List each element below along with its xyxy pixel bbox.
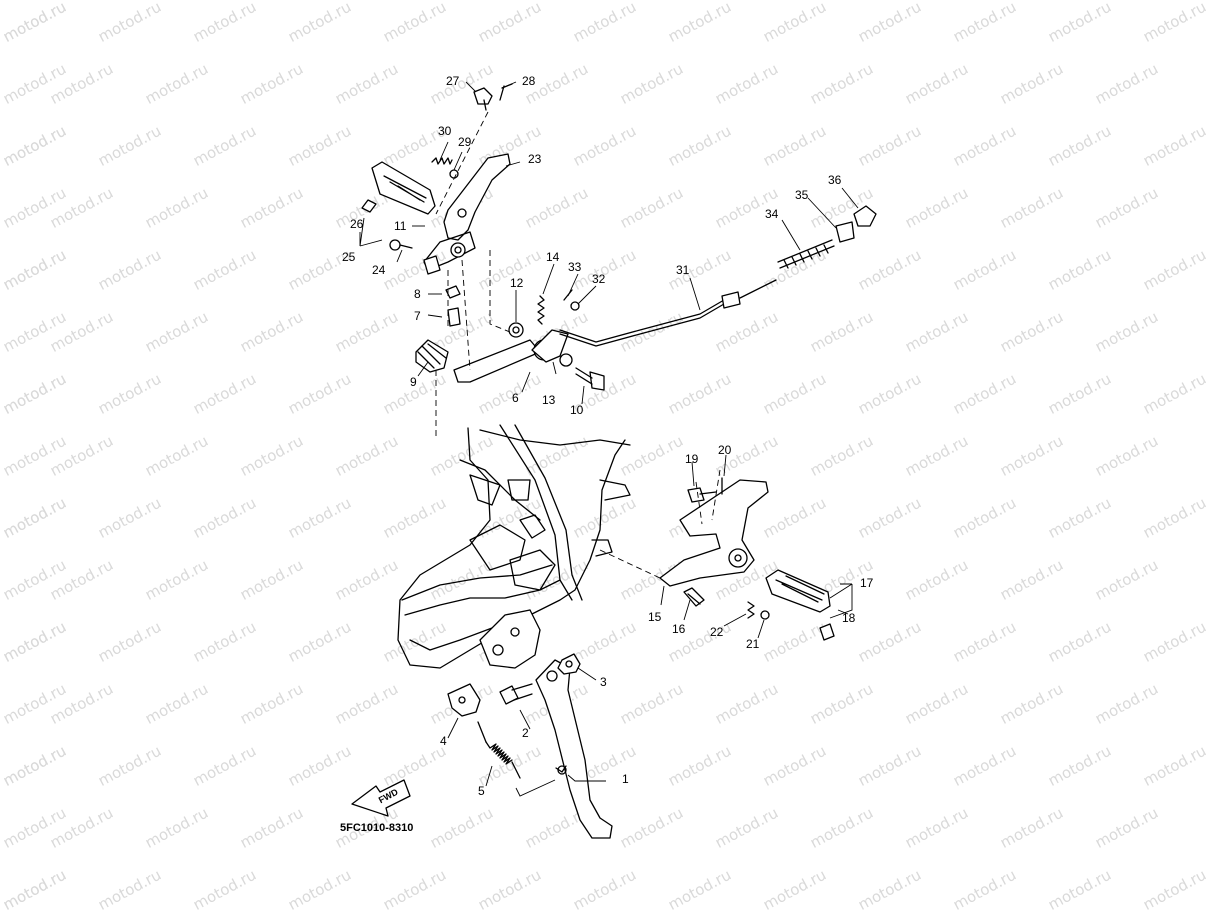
callout-15: 15 [648,610,662,624]
callout-16: 16 [672,622,686,636]
callout-10: 10 [570,403,584,417]
callout-8: 8 [414,287,421,301]
plate-4-drawing [447,683,481,717]
nut-36-drawing [853,205,877,227]
washer-13-drawing [559,353,573,367]
callout-28: 28 [522,74,536,88]
callout-31: 31 [676,263,690,277]
frame-drawing [397,424,631,669]
callout-17: 17 [860,576,874,590]
bolt-2-drawing [499,683,533,705]
callout-12: 12 [510,276,524,290]
callout-3: 3 [600,675,607,689]
footrest-17-drawing [765,569,831,613]
callout-18: 18 [842,611,856,625]
spring-30-drawing [431,157,453,165]
pin-32-drawing [570,301,580,311]
spring-5-drawing [477,721,521,779]
callout-36: 36 [828,173,842,187]
bolt-19-drawing [687,487,717,503]
spring-22-drawing [747,601,755,619]
callout-19: 19 [685,452,699,466]
callout-14: 14 [546,250,560,264]
pedal-6-drawing [453,329,569,383]
screw-24-drawing [389,239,413,251]
callout-5: 5 [478,784,485,798]
callout-21: 21 [746,637,760,651]
footrest-26-drawing [361,161,436,215]
callout-27: 27 [446,74,460,88]
bolt-18-drawing [819,623,835,641]
washer-29-drawing [449,169,459,179]
callout-30: 30 [438,124,452,138]
callout-25: 25 [342,250,356,264]
callout-26: 26 [350,217,364,231]
fwd-arrow-drawing [351,779,411,817]
bolt-10-drawing [575,367,605,391]
spring-34-drawing [777,239,835,269]
nut-8-drawing [445,285,461,299]
bracket-15-drawing [659,479,769,587]
callout-33: 33 [568,260,582,274]
rod-31-drawing [559,279,777,347]
callout-24: 24 [372,263,386,277]
callout-7: 7 [414,309,421,323]
callout-1: 1 [622,772,629,786]
nut-3-drawing [557,653,581,675]
joint-35-drawing [835,221,855,243]
callout-22: 22 [710,625,724,639]
washer-21-drawing [760,610,770,620]
callout-20: 20 [718,443,732,457]
washer-12-drawing [508,322,524,338]
side-stand-drawing [535,659,613,839]
callout-2: 2 [522,726,529,740]
callout-9: 9 [410,375,417,389]
bolt-16-drawing [683,587,705,607]
callout-23: 23 [528,152,542,166]
rubber-9-drawing [415,339,449,373]
callout-11: 11 [394,219,407,233]
callout-32: 32 [592,272,606,286]
callout-29: 29 [458,135,472,149]
spring-14-drawing [537,295,545,325]
bolt-7-drawing [447,307,461,327]
diagram-code: 5FC1010-8310 [340,822,414,834]
callout-6: 6 [512,391,519,405]
callout-34: 34 [765,207,779,221]
callout-4: 4 [440,734,447,748]
leader-lines [359,81,859,797]
alignment-lines [435,111,721,579]
callout-13: 13 [542,393,556,407]
callout-35: 35 [795,188,809,202]
bolt-27-drawing [473,87,493,111]
bracket-23-drawing [423,153,511,275]
